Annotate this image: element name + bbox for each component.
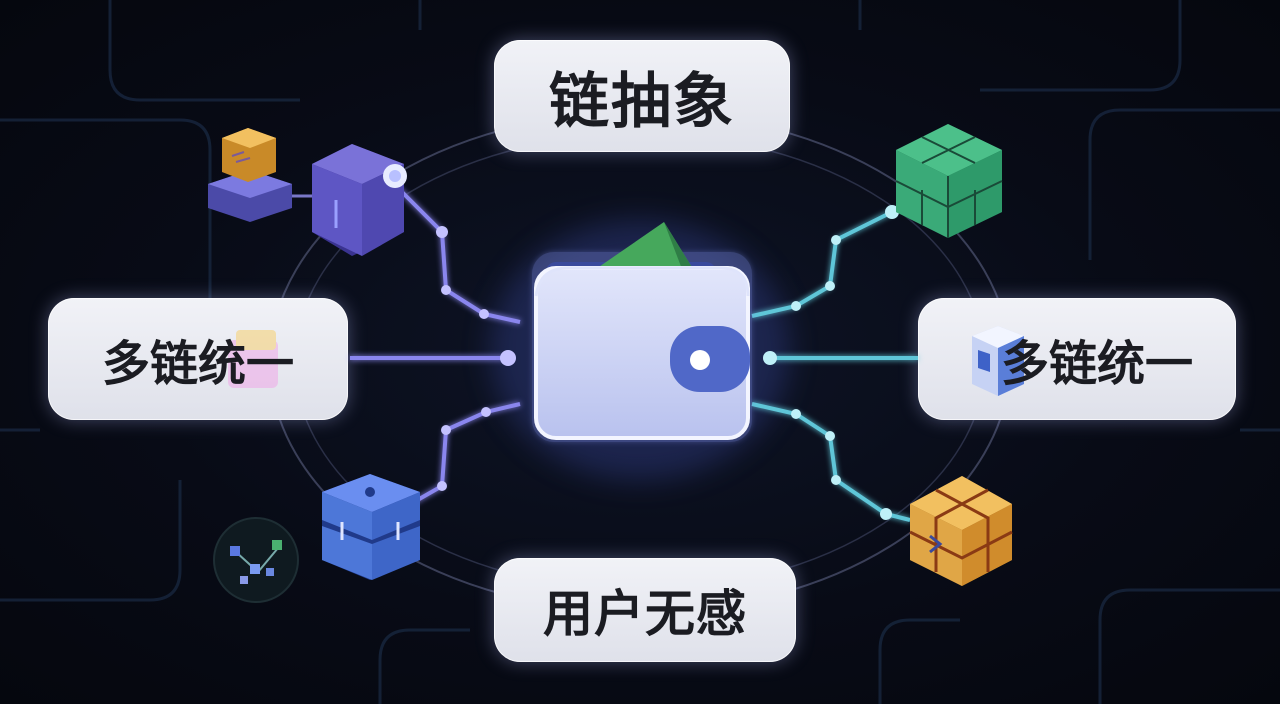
- orange-block-stack-icon: [208, 128, 312, 222]
- blue-block-stack-icon: [322, 474, 420, 580]
- connector-nodes-left: [436, 226, 516, 491]
- label-chain-abstraction: 链抽象: [494, 40, 790, 152]
- label-user-seamless-text: 用户无感: [543, 585, 747, 643]
- connectors-right: [751, 208, 918, 522]
- connector-nodes-right: [763, 205, 899, 520]
- wallet-icon: [532, 222, 752, 442]
- green-lattice-cube-icon: [895, 124, 1003, 238]
- purple-block-cube-icon: [312, 144, 407, 256]
- node-network-icon: [213, 517, 299, 603]
- faint-cube-icon: [228, 330, 278, 388]
- blue-puzzle-cube-icon: [972, 326, 1024, 396]
- label-chain-abstraction-text: 链抽象: [549, 66, 735, 137]
- label-multichain-left-text: 多链统一: [101, 336, 294, 392]
- orange-block-cube-icon: [909, 476, 1013, 586]
- label-multichain-right: 多链统一: [918, 298, 1236, 420]
- label-user-seamless: 用户无感: [494, 558, 796, 662]
- label-multichain-left: 多链统一: [48, 298, 348, 420]
- label-multichain-right-text: 多链统一: [1000, 336, 1193, 392]
